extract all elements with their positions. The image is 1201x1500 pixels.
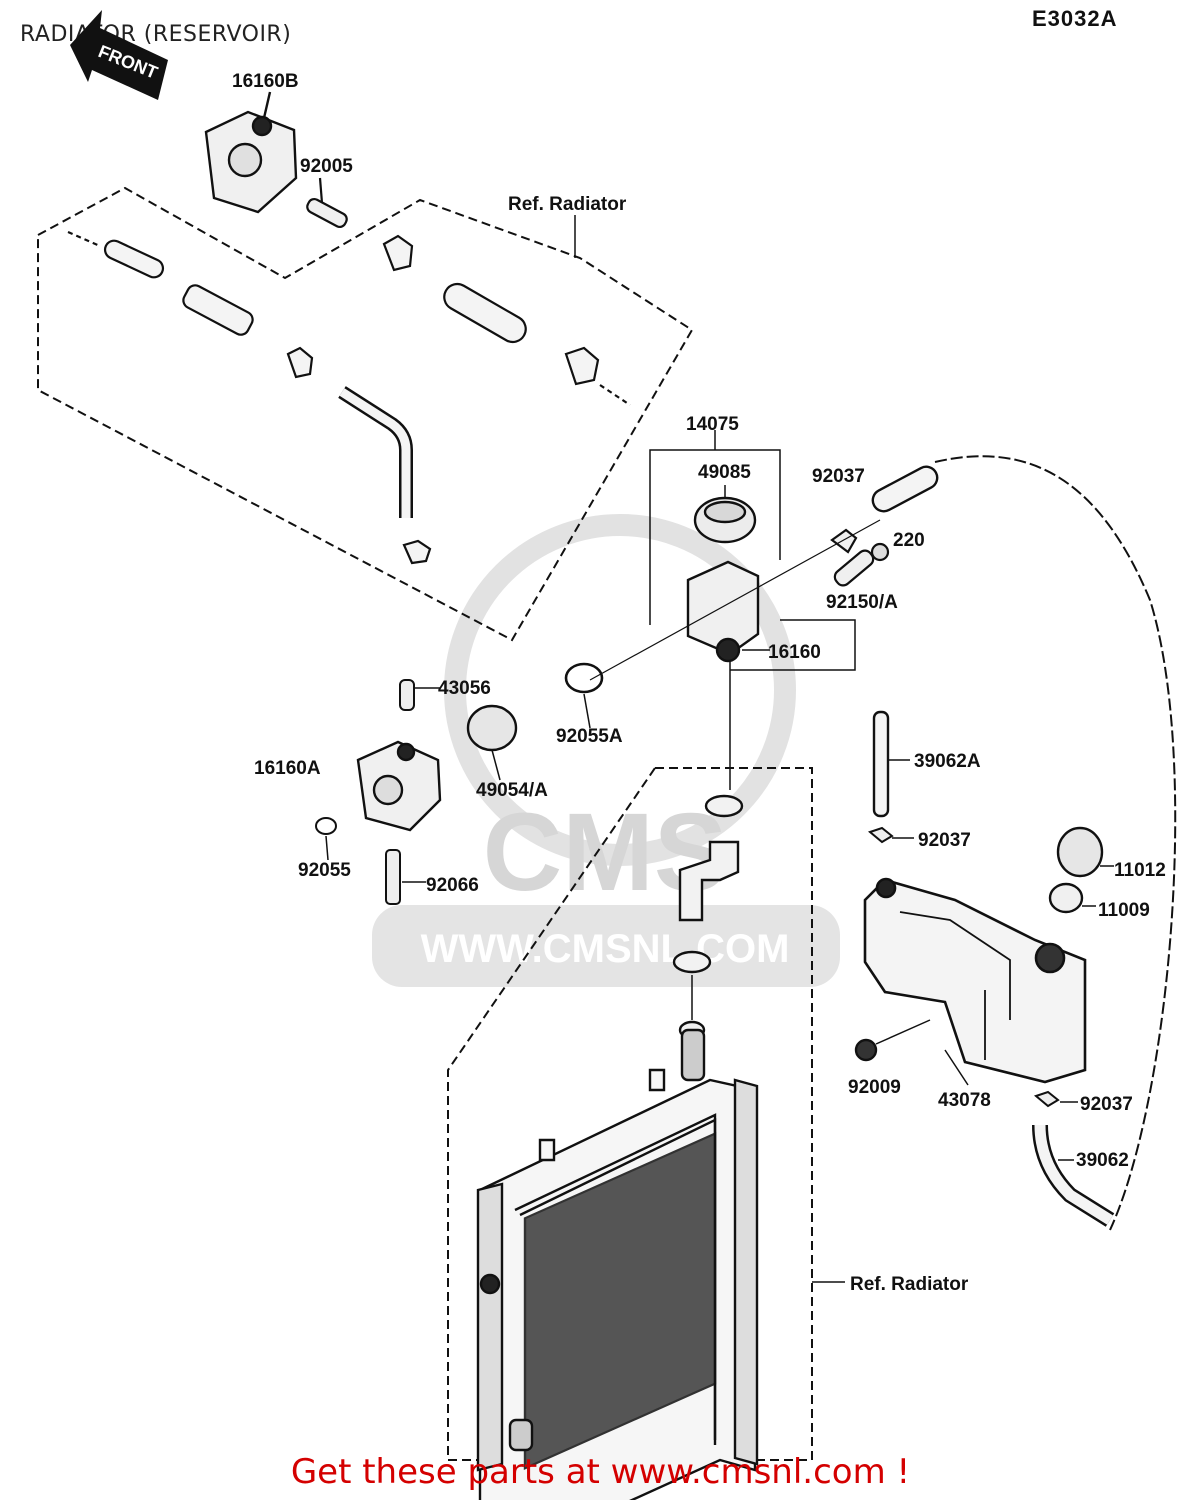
radiator-core (476, 1028, 759, 1500)
oring-92055 (315, 817, 337, 861)
overflow-hose (934, 455, 1177, 1231)
filler-group (649, 430, 856, 671)
label-11009: 11009 (1098, 900, 1150, 921)
hose-39062 (1032, 1124, 1115, 1227)
label-39062: 39062 (1076, 1150, 1129, 1171)
label-43056: 43056 (438, 678, 491, 699)
page-title: RADIATOR (RESERVOIR) (20, 22, 292, 47)
bolt-92009 (854, 1019, 931, 1062)
oring-92055a (564, 662, 604, 729)
label-ref-radiator-lower: Ref. Radiator (850, 1274, 969, 1295)
upper-box-parts (67, 230, 631, 565)
label-16160: 16160 (768, 642, 821, 663)
hose-top (871, 465, 939, 513)
label-220: 220 (893, 530, 925, 551)
label-11012: 11012 (1114, 860, 1166, 881)
upper-reference-box (37, 186, 694, 642)
neck-16160 (686, 560, 770, 663)
label-92055: 92055 (298, 860, 351, 881)
bolt-92005 (306, 177, 348, 229)
front-arrow: FRONT (70, 10, 168, 100)
label-92037-top: 92037 (812, 466, 865, 487)
cock-16160a (356, 740, 442, 832)
label-43078: 43078 (938, 1090, 991, 1111)
label-92055a: 92055A (556, 726, 623, 747)
label-92037-mid: 92037 (918, 830, 971, 851)
watermark: CMS WWW.CMSNL.COM (372, 514, 840, 987)
label-14075: 14075 (686, 414, 739, 435)
reservoir-tank (863, 877, 1087, 1084)
clip-220-bolt-92150a (830, 528, 890, 587)
label-92066: 92066 (426, 875, 479, 896)
radiator-hose (672, 660, 744, 1040)
part-labels: 16160B 92005 Ref. Radiator 14075 49085 9… (232, 71, 1166, 1295)
label-92009: 92009 (848, 1077, 901, 1098)
bolt-92066 (385, 849, 426, 905)
label-16160b: 16160B (232, 71, 299, 92)
label-49085: 49085 (698, 462, 751, 483)
label-92150a: 92150/A (826, 592, 898, 613)
label-92037-low: 92037 (1080, 1094, 1133, 1115)
cap-49085 (693, 485, 757, 544)
hose-39062a (872, 710, 910, 818)
cap-16160b (204, 91, 298, 214)
cap-11009 (1048, 882, 1096, 914)
clip-92037-low (1033, 1090, 1078, 1108)
watermark-url: WWW.CMSNL.COM (421, 927, 790, 971)
diagram-code: E3032A (1032, 6, 1118, 31)
footer-promo-link[interactable]: Get these parts at www.cmsnl.com ! (290, 1452, 911, 1492)
bolt-43056 (399, 679, 440, 711)
label-92005: 92005 (300, 156, 353, 177)
label-ref-radiator-upper: Ref. Radiator (508, 194, 627, 215)
cap-11012 (1056, 826, 1114, 878)
clip-92037-mid (867, 826, 914, 844)
cap-49054a (466, 704, 518, 781)
label-39062a: 39062A (914, 751, 981, 772)
label-16160a: 16160A (254, 758, 321, 779)
label-49054a: 49054/A (476, 780, 548, 801)
